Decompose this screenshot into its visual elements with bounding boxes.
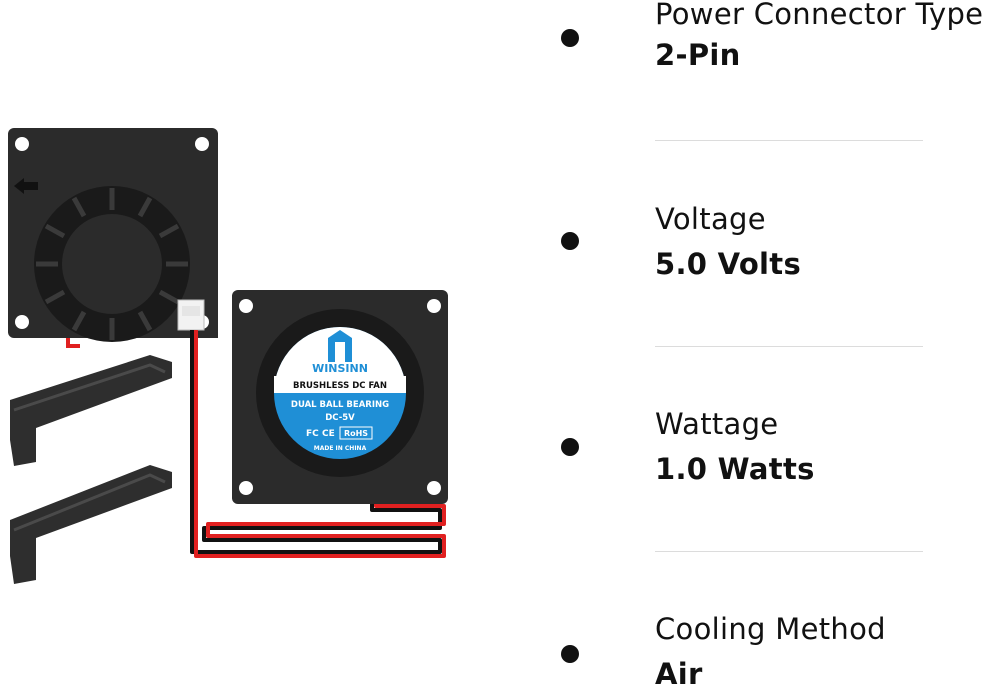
spec-value: 5.0 Volts (655, 247, 802, 281)
spec-label: Wattage (655, 407, 779, 441)
spec-value: 1.0 Watts (655, 452, 815, 486)
fan-cert-ce: CE (322, 429, 335, 439)
bullet-icon (561, 438, 579, 456)
fan-product-illustration: WINSINN BRUSHLESS DC FAN DUAL BALL BEARI… (8, 128, 448, 584)
spec-value: 2-Pin (655, 38, 741, 72)
spec-label: Cooling Method (655, 612, 886, 646)
fan-cert-fc: FC (306, 429, 319, 439)
spec-value: Air (655, 657, 703, 691)
divider (655, 551, 923, 552)
product-image: WINSINN BRUSHLESS DC FAN DUAL BALL BEARI… (0, 110, 470, 610)
spec-item-power-connector: Power Connector Type 2-Pin (555, 0, 1000, 90)
spec-label: Voltage (655, 202, 766, 236)
spec-label: Power Connector Type (655, 0, 984, 31)
fan-label-line2: DUAL BALL BEARING (291, 400, 389, 410)
mounting-bracket-top (10, 355, 172, 466)
fan-origin-text: MADE IN CHINA (314, 445, 367, 452)
bullet-icon (561, 232, 579, 250)
fan-cert-rohs: RoHS (344, 429, 368, 438)
fan-wires (190, 330, 446, 558)
fan-label-line3: DC-5V (325, 413, 355, 423)
bullet-icon (561, 645, 579, 663)
fan-brand-text: WINSINN (312, 362, 368, 375)
mounting-bracket-bottom (10, 465, 172, 584)
fan-label-line1: BRUSHLESS DC FAN (293, 381, 387, 391)
spec-item-cooling-method: Cooling Method Air (555, 600, 1000, 691)
divider (655, 140, 923, 141)
divider (655, 346, 923, 347)
spec-item-voltage: Voltage 5.0 Volts (555, 190, 1000, 290)
front-fan: WINSINN BRUSHLESS DC FAN DUAL BALL BEARI… (232, 290, 448, 504)
back-fan (8, 128, 218, 348)
spec-item-wattage: Wattage 1.0 Watts (555, 395, 1000, 495)
bullet-icon (561, 29, 579, 47)
